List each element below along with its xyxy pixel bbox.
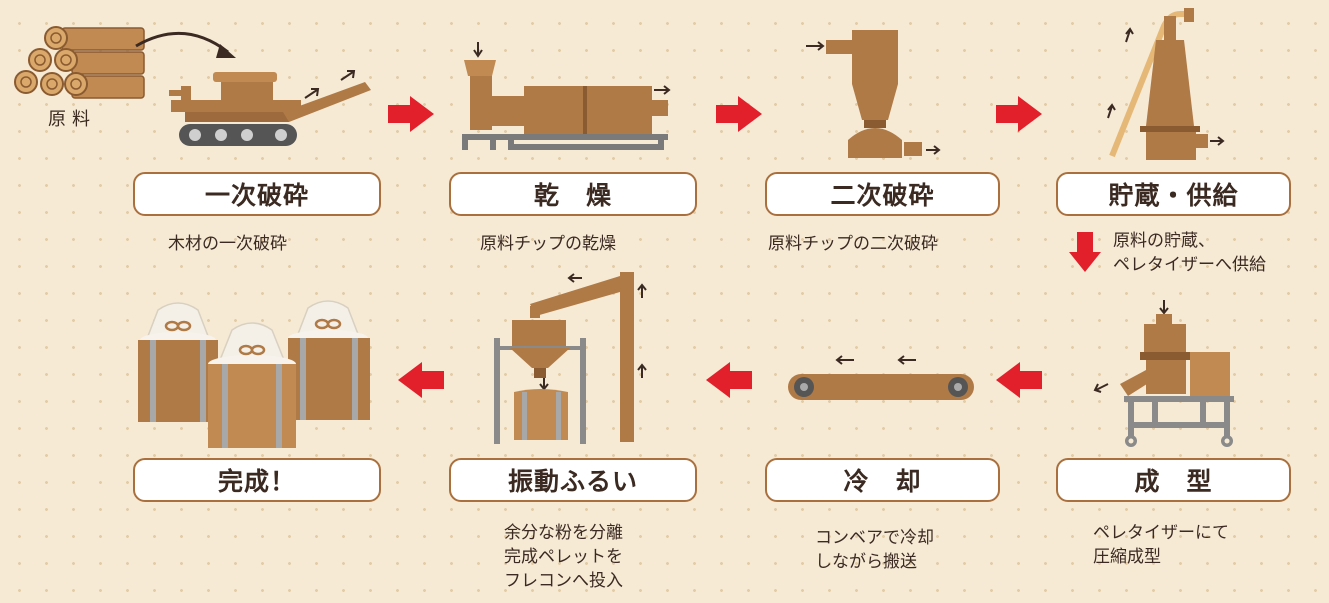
step-desc-cooling: コンベアで冷却 しながら搬送: [815, 528, 934, 572]
crusher-machine-icon: [165, 68, 380, 158]
step-desc-drying: 原料チップの乾燥: [480, 234, 616, 254]
step-desc-storage-supply: 原料の貯蔵、 ペレタイザーへ供給: [1113, 231, 1266, 275]
step-label-drying: 乾 燥: [449, 172, 697, 216]
step-label-cooling: 冷 却: [765, 458, 1000, 502]
raw-material-label: 原料: [48, 109, 96, 130]
pelletizer-machine-icon: [1090, 298, 1240, 452]
dryer-machine-icon: [458, 40, 673, 152]
step-label-primary-crushing: 一次破砕: [133, 172, 381, 216]
step-desc-molding: ペレタイザーにて 圧縮成型: [1093, 523, 1229, 567]
flow-arrow-down: [1069, 232, 1101, 272]
step-label-molding: 成 型: [1056, 458, 1291, 502]
secondary-crusher-icon: [800, 20, 960, 160]
curved-arrow-icon: [132, 24, 244, 64]
step-label-secondary-crushing: 二次破砕: [765, 172, 1000, 216]
flow-arrow-left-2: [706, 362, 752, 398]
flow-arrow-right-2: [716, 96, 762, 132]
step-desc-vibrating-screen: 余分な粉を分離 完成ペレットを フレコンへ投入: [504, 523, 623, 591]
step-desc-primary-crushing: 木材の一次破砕: [168, 234, 287, 254]
step-desc-secondary-crushing: 原料チップの二次破砕: [768, 234, 938, 254]
flow-arrow-left-1: [398, 362, 444, 398]
storage-silo-icon: [1100, 6, 1230, 166]
step-label-complete: 完成！: [133, 458, 381, 502]
vibrating-screen-icon: [490, 268, 650, 448]
conveyor-cooler-icon: [786, 352, 978, 408]
finished-pellet-bags-icon: [128, 296, 378, 456]
raw-logs-icon: [12, 22, 147, 100]
flow-arrow-right-1: [388, 96, 434, 132]
flow-arrow-left-3: [996, 362, 1042, 398]
flow-arrow-right-3: [996, 96, 1042, 132]
step-label-storage-supply: 貯蔵・供給: [1056, 172, 1291, 216]
step-label-vibrating-screen: 振動ふるい: [449, 458, 697, 502]
